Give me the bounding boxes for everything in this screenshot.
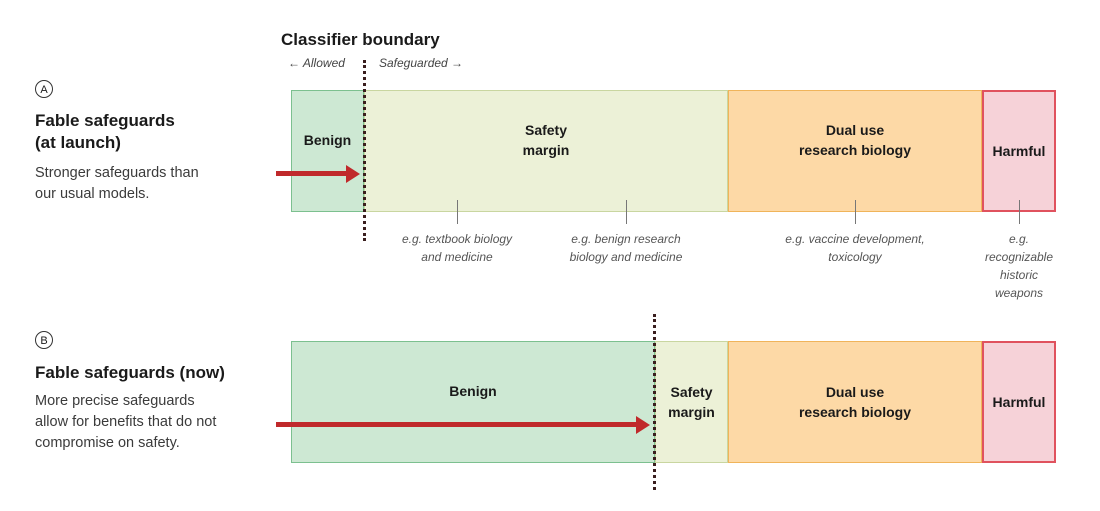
segment-b-dual-use: Dual use research biology xyxy=(728,341,982,463)
section-a-title: Fable safeguards (at launch) xyxy=(35,110,175,154)
example-tick xyxy=(457,200,458,224)
arrow-a-shaft xyxy=(276,171,348,176)
segment-a-harmful: Harmful xyxy=(982,90,1056,212)
section-b-description: More precise safeguards allow for benefi… xyxy=(35,391,216,454)
section-a-title-line1: Fable safeguards xyxy=(35,111,175,130)
example-vaccine-development: e.g. vaccine development, toxicology xyxy=(785,232,925,264)
section-a-description: Stronger safeguards than our usual model… xyxy=(35,163,199,205)
example-tick xyxy=(626,200,627,224)
safeguarded-label: Safeguarded → xyxy=(379,56,464,70)
section-b-desc-line2: allow for benefits that do not xyxy=(35,414,217,430)
segment-a-safety-margin: Safety margin xyxy=(364,90,728,212)
segment-b-safety-margin: Safety margin xyxy=(655,341,728,463)
example-tick xyxy=(855,200,856,224)
section-a-desc-line2: our usual models. xyxy=(35,186,150,202)
classifier-boundary-title: Classifier boundary xyxy=(281,30,440,49)
section-a-desc-line1: Stronger safeguards than xyxy=(35,165,199,181)
example-tick xyxy=(1019,200,1020,224)
segment-a-benign-label: Benign xyxy=(303,132,352,148)
segment-b-harmful: Harmful xyxy=(982,341,1056,463)
segment-a-dual-line2: research biology xyxy=(798,142,912,158)
segment-b-margin-line2: margin xyxy=(668,404,715,420)
segment-a-benign: Benign xyxy=(291,90,364,212)
segment-a-dual-line1: Dual use xyxy=(825,122,885,138)
section-a-badge: A xyxy=(35,80,53,98)
arrow-b-head-icon xyxy=(636,416,650,434)
segment-b-margin-line1: Safety xyxy=(670,384,713,400)
segment-a-harmful-label: Harmful xyxy=(992,143,1046,159)
example-historic-weapons: e.g. recognizable historic weapons xyxy=(984,232,1054,300)
example-benign-research: e.g. benign research biology and medicin… xyxy=(569,232,683,264)
segment-a-margin-line2: margin xyxy=(522,142,570,158)
segment-b-benign-label: Benign xyxy=(449,383,497,399)
example-textbook-biology: e.g. textbook biology and medicine xyxy=(401,232,513,264)
arrow-b-shaft xyxy=(276,422,638,427)
segment-a-dual-use: Dual use research biology xyxy=(728,90,982,212)
section-b-title: Fable safeguards (now) xyxy=(35,363,225,382)
segment-b-dual-line1: Dual use xyxy=(825,384,885,400)
allowed-label: ← Allowed xyxy=(288,56,345,70)
section-b-desc-line1: More precise safeguards xyxy=(35,393,195,409)
section-a-title-line2: (at launch) xyxy=(35,133,121,152)
segment-b-dual-line2: research biology xyxy=(798,404,912,420)
arrow-a-head-icon xyxy=(346,165,360,183)
segment-b-benign: Benign xyxy=(291,341,655,463)
section-b-desc-line3: compromise on safety. xyxy=(35,435,180,451)
classifier-boundary-line-a xyxy=(363,60,366,241)
segment-a-margin-line1: Safety xyxy=(524,122,568,138)
classifier-boundary-line-b xyxy=(653,314,656,490)
section-b-badge: B xyxy=(35,331,53,349)
segment-b-harmful-label: Harmful xyxy=(992,394,1046,410)
